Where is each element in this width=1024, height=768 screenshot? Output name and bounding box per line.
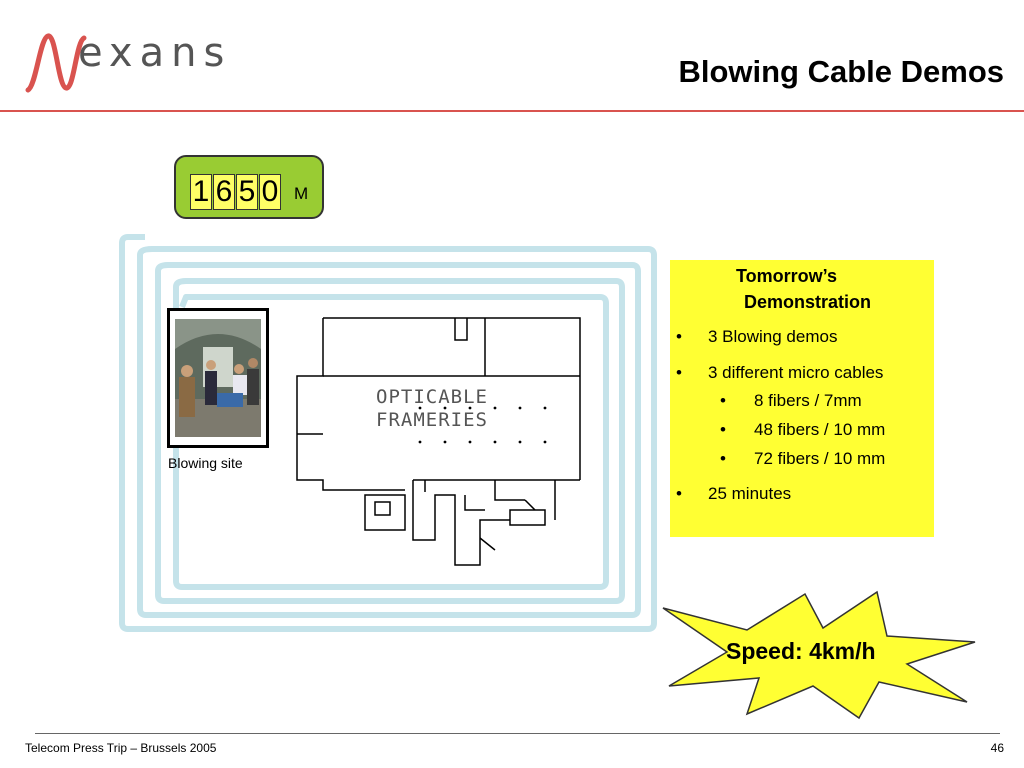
info-title: Tomorrow’s Demonstration [736,263,906,315]
bullet: • [720,449,726,468]
bullet: • [676,327,682,346]
list-item-text: 25 minutes [708,484,792,503]
factory-floor-plan [296,317,581,566]
bullet: • [676,363,682,382]
plan-label-line2: FRAMERIES [376,409,488,431]
counter-digit: 5 [236,174,258,210]
logo-text: exans [78,30,232,76]
route-loop-outer [119,234,657,632]
nexans-n-mark [25,33,87,93]
list-item-text: 3 different micro cables [708,363,884,382]
title-divider [0,110,1024,112]
counter-digits: 1 6 5 0 [190,174,282,210]
route-loop-inner [173,278,609,590]
blowing-site-photo-frame [167,308,269,448]
nexans-logo [22,28,262,98]
sub-list-item-text: 48 fibers / 10 mm [754,420,886,439]
route-loop-2 [137,246,641,618]
slide-title: Blowing Cable Demos [678,54,1004,89]
info-title-line1: Tomorrow’s [736,266,838,286]
bullet: • [676,484,682,503]
plan-label-line1: OPTICABLE [376,386,488,408]
sub-list-item-text: 72 fibers / 10 mm [754,449,886,468]
demonstration-info-box: Tomorrow’s Demonstration • 3 Blowing dem… [670,260,934,537]
distance-counter: 1 6 5 0 M [174,155,324,219]
photo-caption: Blowing site [168,455,243,471]
speed-starburst [662,590,976,720]
sub-list-item-text: 8 fibers / 7mm [754,391,862,410]
info-title-line2: Demonstration [744,292,872,312]
footer-divider [35,733,1000,734]
page-number: 46 [990,741,1004,755]
route-loop-3 [155,262,625,604]
counter-digit: 6 [213,174,235,210]
list-item: • 25 minutes [670,484,930,508]
bullet: • [720,391,726,410]
counter-unit: M [294,184,309,203]
speed-label: Speed: 4km/h [726,638,876,664]
bullet: • [720,420,726,439]
plan-outer-wall [323,317,581,480]
counter-digit: 0 [259,174,281,210]
counter-digit: 1 [190,174,212,210]
cable-route-loops [119,234,657,632]
plan-columns [418,406,547,444]
footer-text: Telecom Press Trip – Brussels 2005 [25,741,217,755]
blowing-site-photo [175,319,261,437]
list-item-text: 3 Blowing demos [708,327,838,346]
